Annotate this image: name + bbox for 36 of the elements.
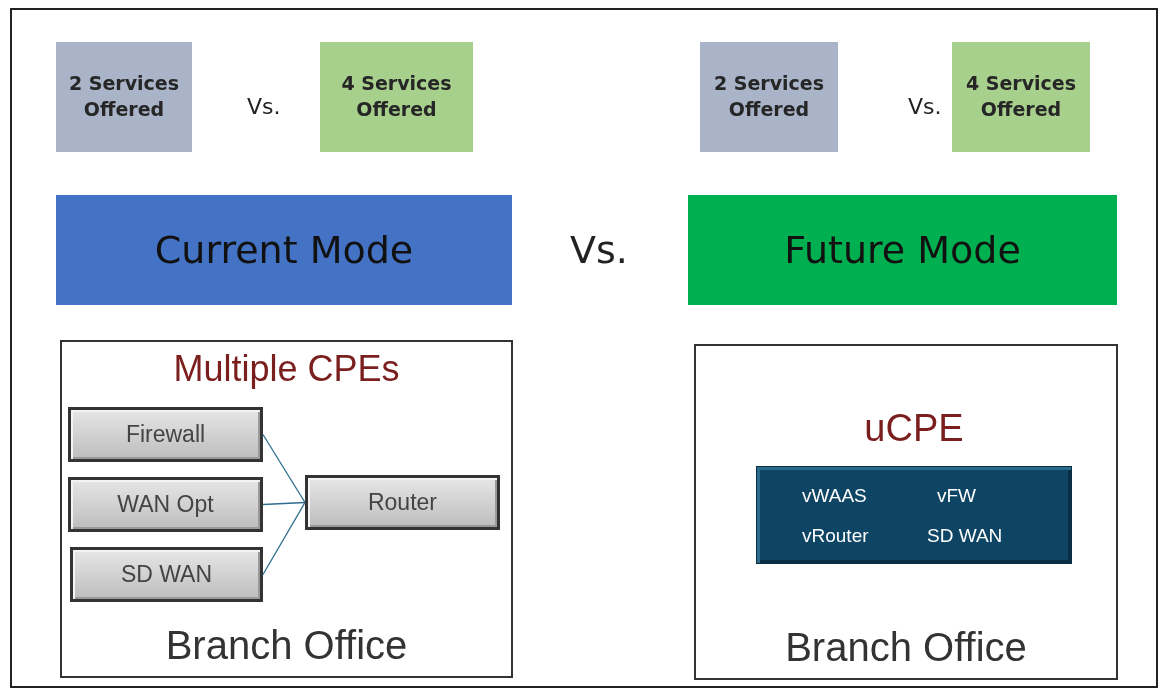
branch-office-panel — [694, 344, 1118, 680]
service-label: vRouter — [802, 525, 869, 547]
service-count-text: 4 Services Offered — [340, 71, 453, 122]
versus-label: Vs. — [247, 94, 281, 119]
device-box — [68, 477, 263, 532]
mode-title: Current Mode — [154, 228, 414, 272]
connector-line — [262, 501, 306, 506]
service-label: vFW — [937, 485, 977, 507]
versus-label: Vs. — [908, 94, 942, 119]
device-label: Router — [367, 489, 437, 516]
ucpe-heading: uCPE — [863, 407, 965, 450]
mode-banner — [688, 195, 1117, 305]
panel-caption: Branch Office — [784, 625, 1028, 670]
panel-heading: Multiple CPEs — [172, 348, 401, 390]
device-label: SD WAN — [120, 561, 213, 588]
service-count-box — [56, 42, 192, 152]
device-label: Firewall — [125, 421, 206, 448]
device-label: WAN Opt — [117, 491, 214, 518]
service-label: vWAAS — [802, 485, 867, 507]
service-count-box — [952, 42, 1090, 152]
service-count-text: 4 Services Offered — [964, 71, 1078, 122]
connector-line — [262, 501, 306, 576]
service-count-text: 2 Services Offered — [67, 71, 181, 122]
versus-label: Vs. — [570, 228, 628, 272]
panel-caption: Branch Office — [164, 623, 409, 668]
device-box — [68, 407, 263, 462]
connector-line — [262, 433, 306, 504]
device-box — [70, 547, 263, 602]
service-count-box — [700, 42, 838, 152]
mode-title: Future Mode — [784, 228, 1021, 272]
service-count-box — [320, 42, 473, 152]
mode-banner — [56, 195, 512, 305]
service-count-text: 2 Services Offered — [712, 71, 826, 122]
service-label: SD WAN — [927, 525, 1003, 547]
device-box — [305, 475, 500, 530]
branch-office-panel — [60, 340, 513, 678]
